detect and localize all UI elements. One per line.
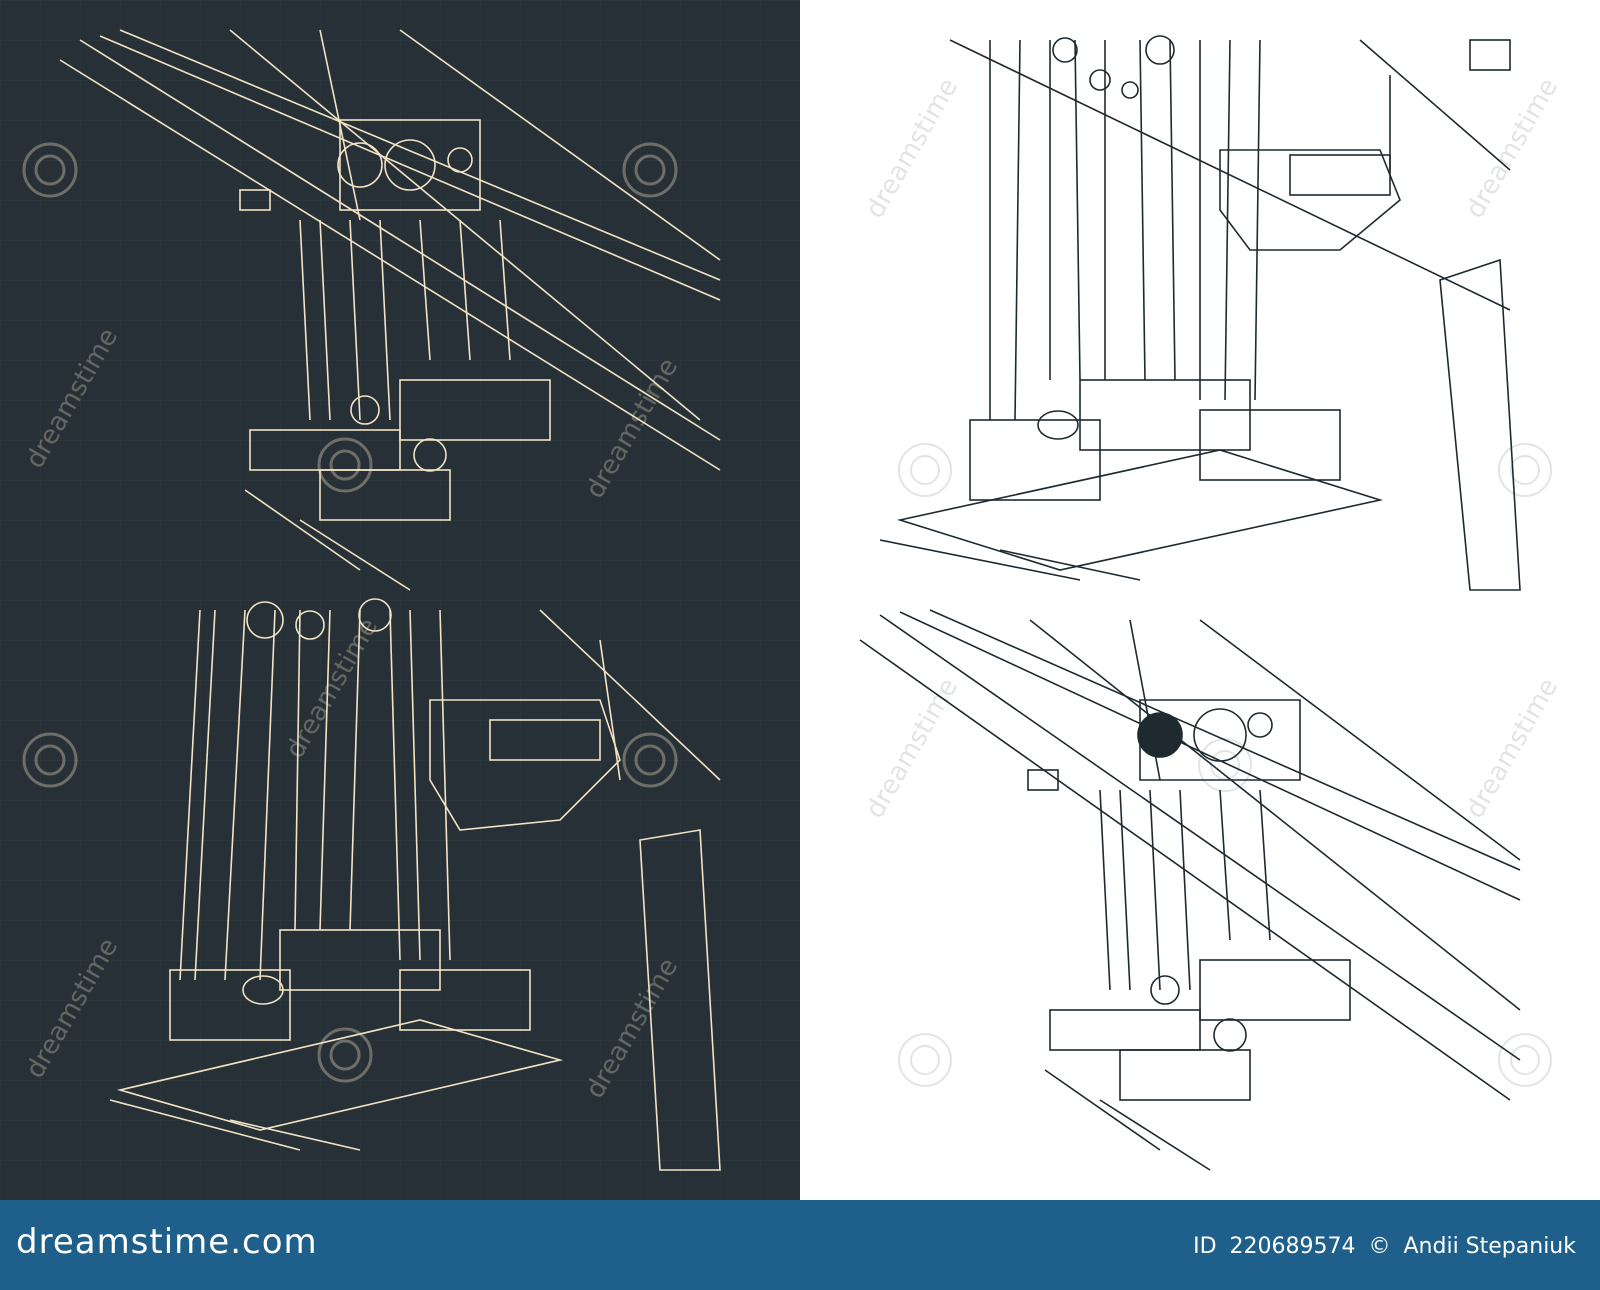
watermark-text: dreamstime [1460,73,1564,223]
light-blueprint-drawing: dreamstime dreamstime dreamstime dreamst… [859,35,1564,1171]
author-name: Andii Stepaniuk [1403,1234,1577,1259]
crane-drawing-top [59,29,721,591]
crane-drawing-bottom [109,598,721,1171]
watermark-logos [22,142,678,1083]
crane-drawing-bottom [859,609,1521,1171]
footer-logo[interactable]: dreamstime.com [16,1222,318,1262]
dark-blueprint-panel: dreamstime dreamstime dreamstime dreamst… [0,0,800,1200]
watermark-text: dreamstime [1460,673,1564,823]
id-label: ID [1193,1234,1217,1259]
crane-drawing-top [879,35,1521,591]
dark-blueprint-drawing: dreamstime dreamstime dreamstime dreamst… [0,0,800,1200]
id-value: 220689574 [1229,1234,1356,1259]
watermark-text: dreamstime [860,673,964,823]
footer-bar: dreamstime.com ID 220689574 © Andii Step… [0,1200,1600,1290]
watermark-logos [898,443,1552,1087]
light-blueprint-panel: dreamstime dreamstime dreamstime dreamst… [800,0,1600,1200]
footer-credit: ID 220689574 © Andii Stepaniuk [1187,1234,1576,1259]
watermark-text: dreamstime [860,73,964,223]
copyright-icon: © [1368,1234,1391,1259]
